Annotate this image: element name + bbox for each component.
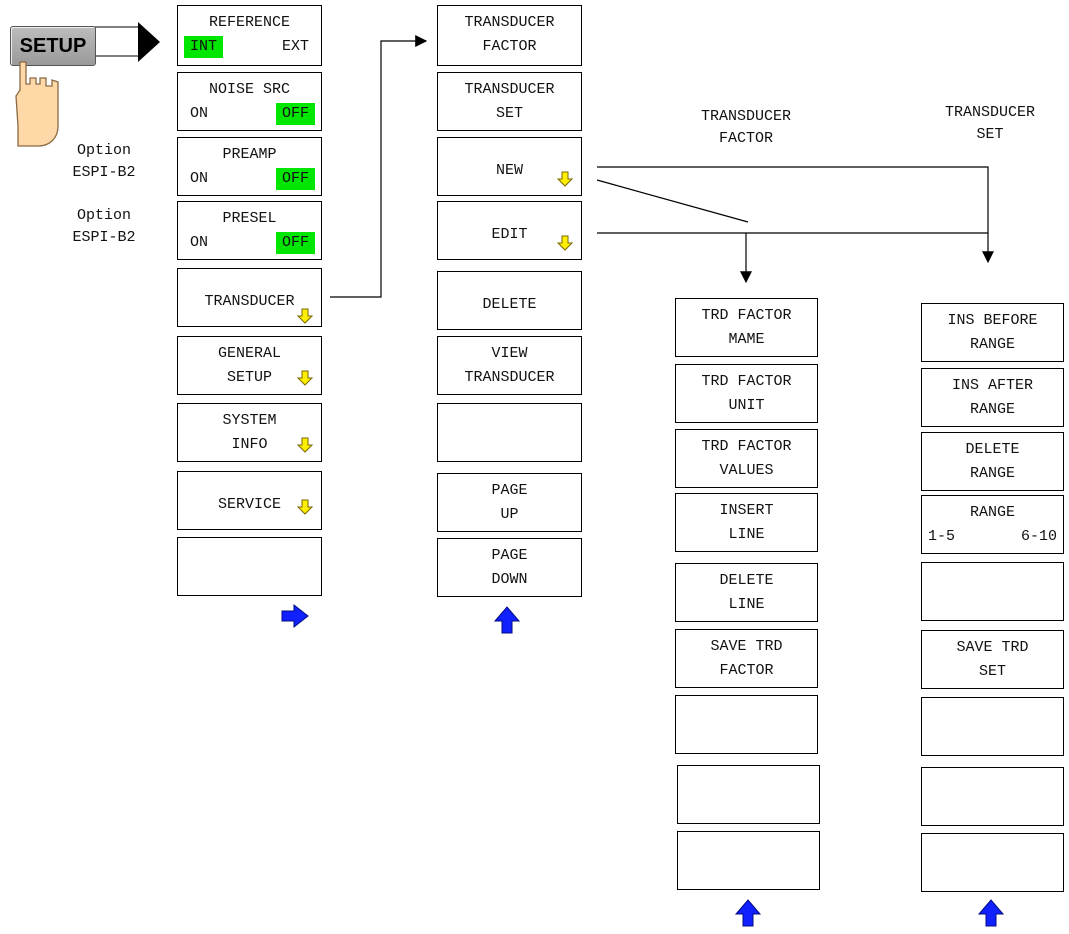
softkey-label: SYSTEM	[178, 410, 321, 432]
softkey-empty[interactable]	[177, 537, 322, 596]
softkey-trd-factor-values[interactable]: TRD FACTOR VALUES	[675, 429, 818, 488]
softkey-page-down[interactable]: PAGE DOWN	[437, 538, 582, 597]
softkey-label: SAVE TRD	[676, 636, 817, 658]
softkey-label: RANGE	[922, 502, 1063, 524]
softkey-empty[interactable]	[675, 695, 818, 754]
header-transducer-factor: TRANSDUCER FACTOR	[656, 106, 836, 150]
softkey-save-trd-factor[interactable]: SAVE TRD FACTOR	[675, 629, 818, 688]
softkey-empty[interactable]	[677, 831, 820, 890]
softkey-range[interactable]: RANGE 1-5 6-10	[921, 495, 1064, 554]
softkey-label: PRESEL	[178, 208, 321, 230]
softkey-transducer[interactable]: TRANSDUCER	[177, 268, 322, 327]
softkey-label: TRD FACTOR	[676, 371, 817, 393]
softkey-label: LINE	[676, 594, 817, 616]
softkey-preamp[interactable]: PREAMP ON OFF	[177, 137, 322, 196]
softkey-ins-after-range[interactable]: INS AFTER RANGE	[921, 368, 1064, 427]
toggle-int: INT	[184, 36, 223, 58]
submenu-arrow-icon	[297, 499, 313, 515]
toggle-on: ON	[184, 232, 214, 254]
toggle-off: OFF	[276, 103, 315, 125]
up-arrow-icon[interactable]	[977, 898, 1005, 928]
softkey-label: SAVE TRD	[922, 637, 1063, 659]
softkey-empty[interactable]	[437, 403, 582, 462]
softkey-ins-before-range[interactable]: INS BEFORE RANGE	[921, 303, 1064, 362]
toggle-off: OFF	[276, 168, 315, 190]
softkey-label: DOWN	[438, 569, 581, 591]
softkey-label: NOISE SRC	[178, 79, 321, 101]
toggle-off: OFF	[276, 232, 315, 254]
softkey-label: MAME	[676, 329, 817, 351]
toggle-on: ON	[184, 168, 214, 190]
softkey-label: UP	[438, 504, 581, 526]
softkey-label: VIEW	[438, 343, 581, 365]
submenu-arrow-icon	[297, 370, 313, 386]
softkey-delete-range[interactable]: DELETE RANGE	[921, 432, 1064, 491]
softkey-label: TRD FACTOR	[676, 436, 817, 458]
softkey-label: INS AFTER	[922, 375, 1063, 397]
softkey-reference[interactable]: REFERENCE INT EXT	[177, 5, 322, 66]
softkey-label: LINE	[676, 524, 817, 546]
softkey-label: UNIT	[676, 395, 817, 417]
toggle-on: ON	[184, 103, 214, 125]
softkey-delete-line[interactable]: DELETE LINE	[675, 563, 818, 622]
softkey-transducer-set[interactable]: TRANSDUCER SET	[437, 72, 582, 131]
softkey-transducer-factor[interactable]: TRANSDUCER FACTOR	[437, 5, 582, 66]
softkey-new[interactable]: NEW	[437, 137, 582, 196]
option-label-presel: Option ESPI-B2	[54, 205, 154, 249]
submenu-arrow-icon	[297, 308, 313, 324]
softkey-view-transducer[interactable]: VIEW TRANSDUCER	[437, 336, 582, 395]
softkey-system-info[interactable]: SYSTEM INFO	[177, 403, 322, 462]
softkey-empty[interactable]	[677, 765, 820, 824]
softkey-label: PREAMP	[178, 144, 321, 166]
toggle-range-1-5: 1-5	[924, 526, 959, 548]
softkey-delete[interactable]: DELETE	[437, 271, 582, 330]
softkey-label: RANGE	[922, 334, 1063, 356]
toggle-range-6-10: 6-10	[1017, 526, 1061, 548]
softkey-label: REFERENCE	[178, 12, 321, 34]
header-transducer-set: TRANSDUCER SET	[900, 102, 1069, 146]
softkey-empty[interactable]	[921, 767, 1064, 826]
softkey-page-up[interactable]: PAGE UP	[437, 473, 582, 532]
softkey-insert-line[interactable]: INSERT LINE	[675, 493, 818, 552]
softkey-label: SET	[922, 661, 1063, 683]
toggle-ext: EXT	[276, 36, 315, 58]
softkey-label: PAGE	[438, 480, 581, 502]
softkey-edit[interactable]: EDIT	[437, 201, 582, 260]
softkey-save-trd-set[interactable]: SAVE TRD SET	[921, 630, 1064, 689]
softkey-label: GENERAL	[178, 343, 321, 365]
softkey-trd-factor-name[interactable]: TRD FACTOR MAME	[675, 298, 818, 357]
softkey-label: INS BEFORE	[922, 310, 1063, 332]
softkey-label: TRANSDUCER	[438, 12, 581, 34]
softkey-presel[interactable]: PRESEL ON OFF	[177, 201, 322, 260]
softkey-general-setup[interactable]: GENERAL SETUP	[177, 336, 322, 395]
up-arrow-icon[interactable]	[493, 605, 521, 635]
pointing-hand-icon	[14, 56, 64, 152]
softkey-label: RANGE	[922, 463, 1063, 485]
softkey-label: RANGE	[922, 399, 1063, 421]
option-label-preamp: Option ESPI-B2	[54, 140, 154, 184]
softkey-label: TRANSDUCER	[438, 79, 581, 101]
softkey-service[interactable]: SERVICE	[177, 471, 322, 530]
up-arrow-icon[interactable]	[734, 898, 762, 928]
next-arrow-icon[interactable]	[280, 603, 310, 629]
softkey-label: FACTOR	[438, 36, 581, 58]
softkey-label: SET	[438, 103, 581, 125]
softkey-label: DELETE	[922, 439, 1063, 461]
softkey-label: TRANSDUCER	[438, 367, 581, 389]
softkey-label: INSERT	[676, 500, 817, 522]
softkey-label: FACTOR	[676, 660, 817, 682]
softkey-trd-factor-unit[interactable]: TRD FACTOR UNIT	[675, 364, 818, 423]
softkey-label: PAGE	[438, 545, 581, 567]
softkey-label: VALUES	[676, 460, 817, 482]
submenu-arrow-icon	[297, 437, 313, 453]
softkey-label: DELETE	[676, 570, 817, 592]
softkey-label: TRD FACTOR	[676, 305, 817, 327]
submenu-arrow-icon	[557, 235, 573, 251]
softkey-empty[interactable]	[921, 562, 1064, 621]
softkey-noise-src[interactable]: NOISE SRC ON OFF	[177, 72, 322, 131]
submenu-arrow-icon	[557, 171, 573, 187]
softkey-label: DELETE	[438, 294, 581, 316]
softkey-empty[interactable]	[921, 833, 1064, 892]
softkey-empty[interactable]	[921, 697, 1064, 756]
